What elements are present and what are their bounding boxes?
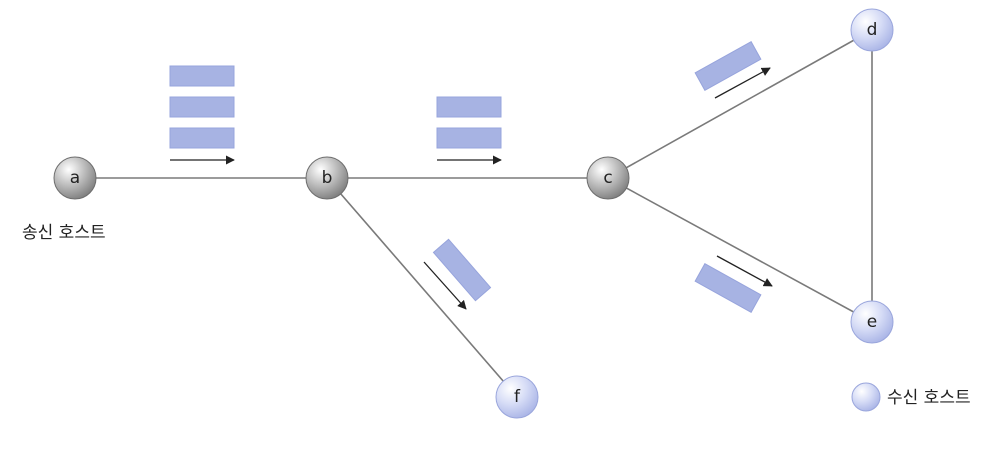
sender-caption: 송신 호스트	[22, 223, 106, 243]
node-f-circle	[495, 375, 539, 419]
node-b-circle	[305, 156, 349, 200]
packet	[169, 127, 235, 149]
node-c-label: c	[603, 168, 612, 188]
node-e-circle	[850, 300, 894, 344]
node-f-label: f	[514, 387, 521, 407]
packet-group-c-e	[694, 255, 773, 313]
direction-arrow	[716, 255, 773, 287]
node-a-circle	[53, 156, 97, 200]
packet-group-a-b	[169, 65, 235, 165]
node-e-label: e	[867, 312, 877, 332]
legend-receiver-label: 수신 호스트	[887, 388, 971, 408]
node-f: f	[495, 375, 539, 419]
node-a-label: a	[70, 168, 80, 188]
node-b-label: b	[322, 168, 333, 188]
packet-group-c-d	[694, 41, 771, 99]
links	[75, 29, 873, 398]
node-c-circle	[586, 156, 630, 200]
node-d-label: d	[867, 20, 878, 40]
node-c: c	[586, 156, 630, 200]
packet-group-b-c	[436, 96, 502, 165]
link-b-f	[326, 177, 518, 398]
node-e: e	[850, 300, 894, 344]
packet	[436, 96, 502, 118]
node-a: a	[53, 156, 97, 200]
packet	[694, 263, 762, 313]
packet	[436, 127, 502, 149]
node-d-circle	[850, 8, 894, 52]
direction-arrow	[714, 67, 771, 99]
link-c-d	[607, 29, 873, 179]
legend: 수신 호스트	[851, 382, 971, 412]
direction-arrow	[423, 261, 467, 310]
node-b: b	[305, 156, 349, 200]
packet	[694, 41, 762, 91]
packet	[169, 96, 235, 118]
legend-receiver-swatch	[851, 382, 881, 412]
packet	[432, 238, 492, 302]
link-c-e	[607, 177, 873, 323]
packet	[169, 65, 235, 87]
node-d: d	[850, 8, 894, 52]
packet-group-b-f	[423, 238, 492, 310]
